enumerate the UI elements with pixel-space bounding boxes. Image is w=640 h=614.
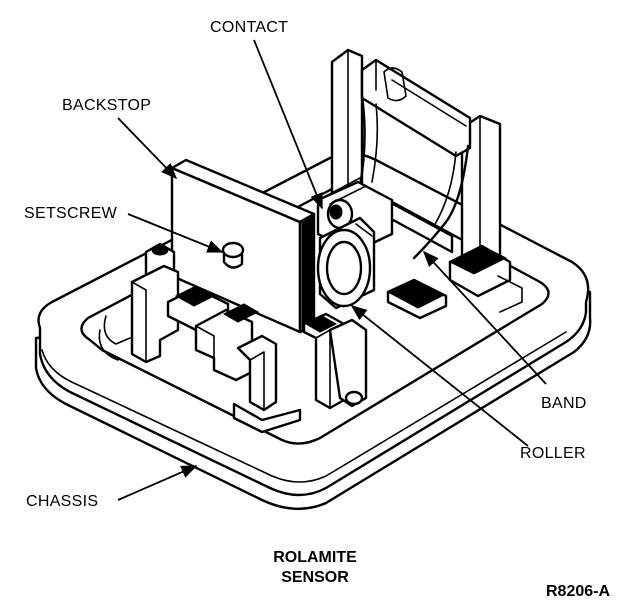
caption: ROLAMITE SENSOR [273,549,357,586]
leader-setscrew [127,213,224,253]
front-clip [302,312,368,410]
left-terminals [98,264,302,434]
front-roller [316,216,376,310]
label-setscrew: SETSCREW [24,205,118,222]
backstop-plate [170,158,316,334]
label-chassis: CHASSIS [26,493,98,510]
leader-band [422,250,547,385]
caption-line-2: SENSOR [281,569,349,586]
leader-chassis [117,465,198,501]
label-band: BAND [541,395,587,412]
leader-roller [350,304,529,447]
label-contact: CONTACT [210,19,288,36]
labels: CONTACT BACKSTOP SETSCREW BAND ROLLER CH… [24,19,587,510]
leader-contact [253,39,323,210]
figure-number: R8206-A [546,583,610,600]
label-roller: ROLLER [520,445,586,462]
contact-pad [386,278,448,320]
leader-backstop [117,117,178,180]
caption-line-1: ROLAMITE [273,549,357,566]
leader-lines [117,39,547,501]
rear-tab [448,244,523,313]
label-backstop: BACKSTOP [62,97,151,114]
